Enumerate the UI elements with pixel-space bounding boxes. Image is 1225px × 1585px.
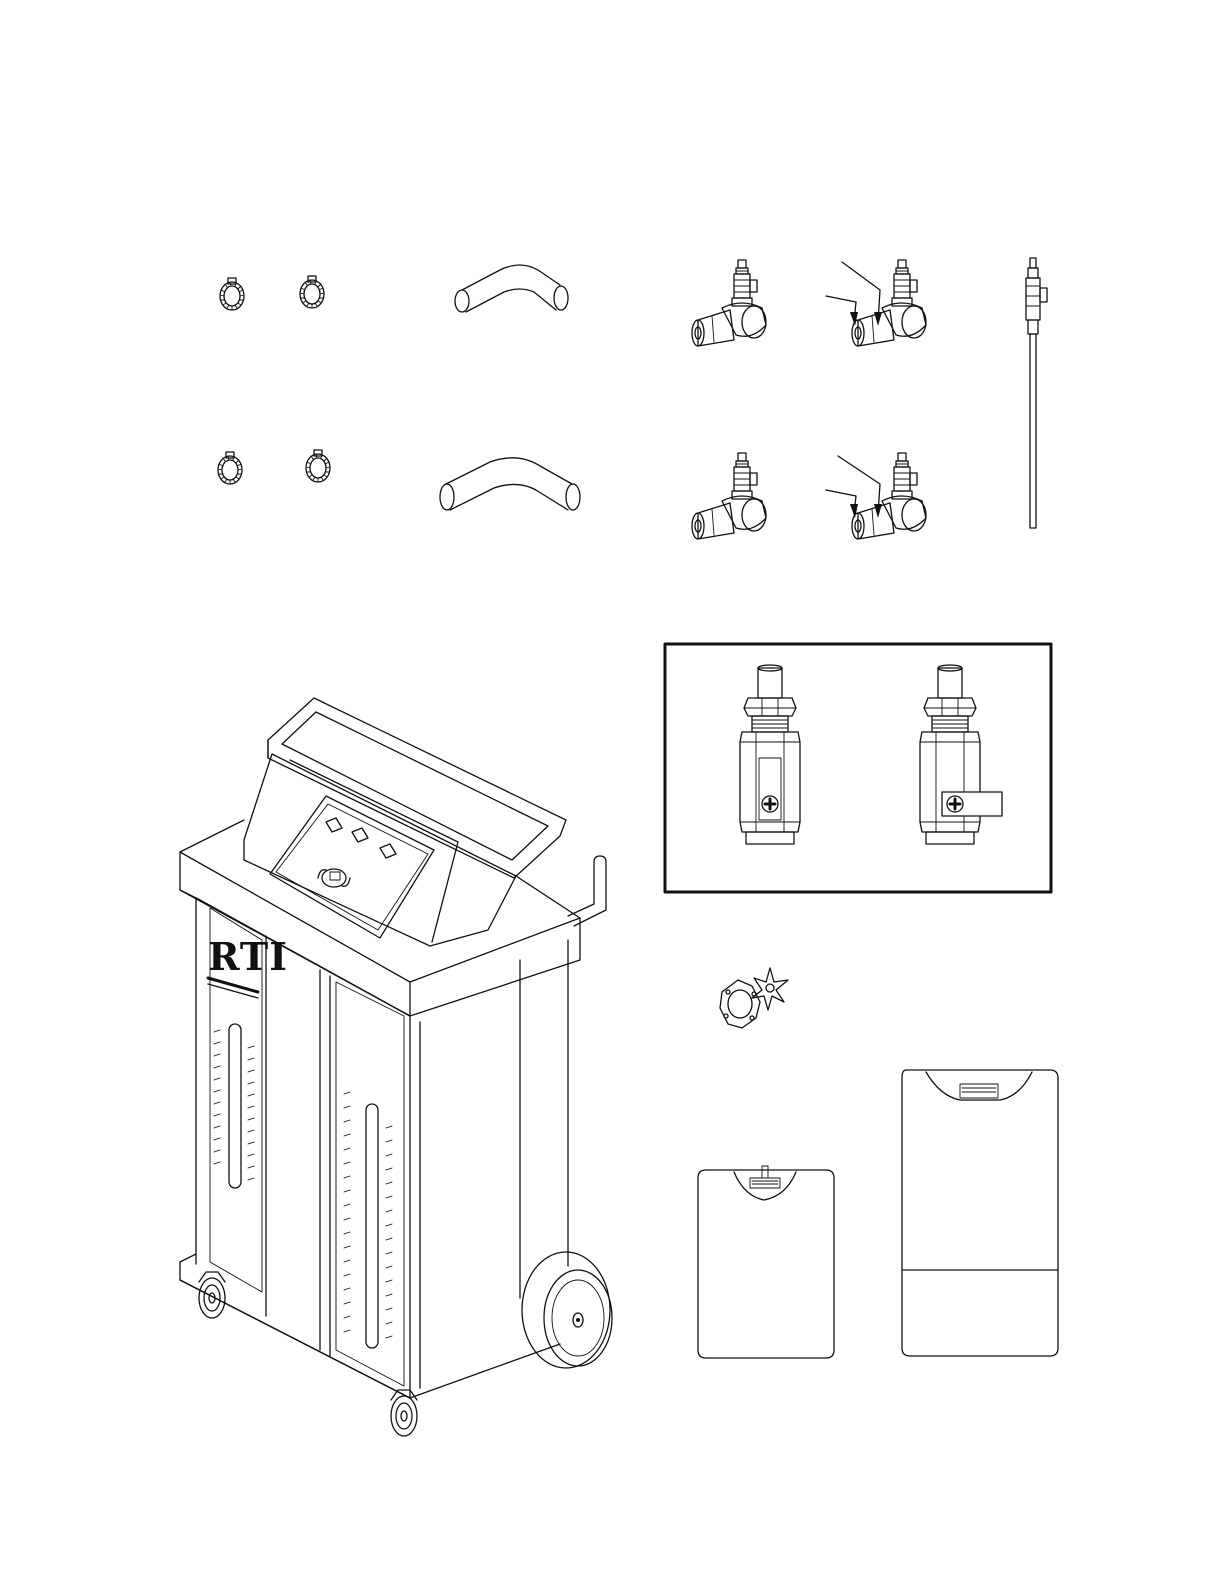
- valve-detail-box: [665, 644, 1051, 892]
- bent-hose-upper: [455, 265, 568, 312]
- switch-icon: [380, 844, 396, 858]
- gauge-icon: [318, 869, 350, 887]
- hose-clamp-icon: [218, 452, 242, 484]
- switch-icon: [352, 828, 368, 842]
- hose-clamp-icon: [306, 450, 330, 482]
- container-large: [902, 1070, 1058, 1356]
- elbow-fitting: [852, 453, 926, 539]
- elbow-fitting: [692, 453, 766, 539]
- brand-logo: RTI: [208, 934, 288, 979]
- caster-wheel-icon: [199, 1272, 225, 1318]
- switch-group: [326, 818, 396, 858]
- hose-clamp-group: [218, 276, 330, 484]
- valve-open: [920, 665, 1002, 844]
- leader-arrows: [826, 262, 882, 518]
- rear-wheel-icon: [522, 1252, 612, 1368]
- probe-wand: [1026, 258, 1047, 528]
- elbow-fitting: [852, 260, 926, 346]
- machine: RTI: [180, 698, 612, 1436]
- plus-screw-icon: [762, 796, 778, 812]
- plus-screw-icon: [947, 796, 963, 812]
- gasket-and-spider: [720, 968, 788, 1028]
- valve-closed: [740, 665, 800, 844]
- switch-icon: [326, 818, 342, 832]
- bent-hose-lower: [440, 458, 580, 510]
- hose-clamp-icon: [220, 278, 244, 310]
- container-small: [698, 1166, 834, 1358]
- elbow-fitting: [692, 260, 766, 346]
- elbow-fitting-group: [692, 260, 926, 539]
- hose-clamp-icon: [300, 276, 324, 308]
